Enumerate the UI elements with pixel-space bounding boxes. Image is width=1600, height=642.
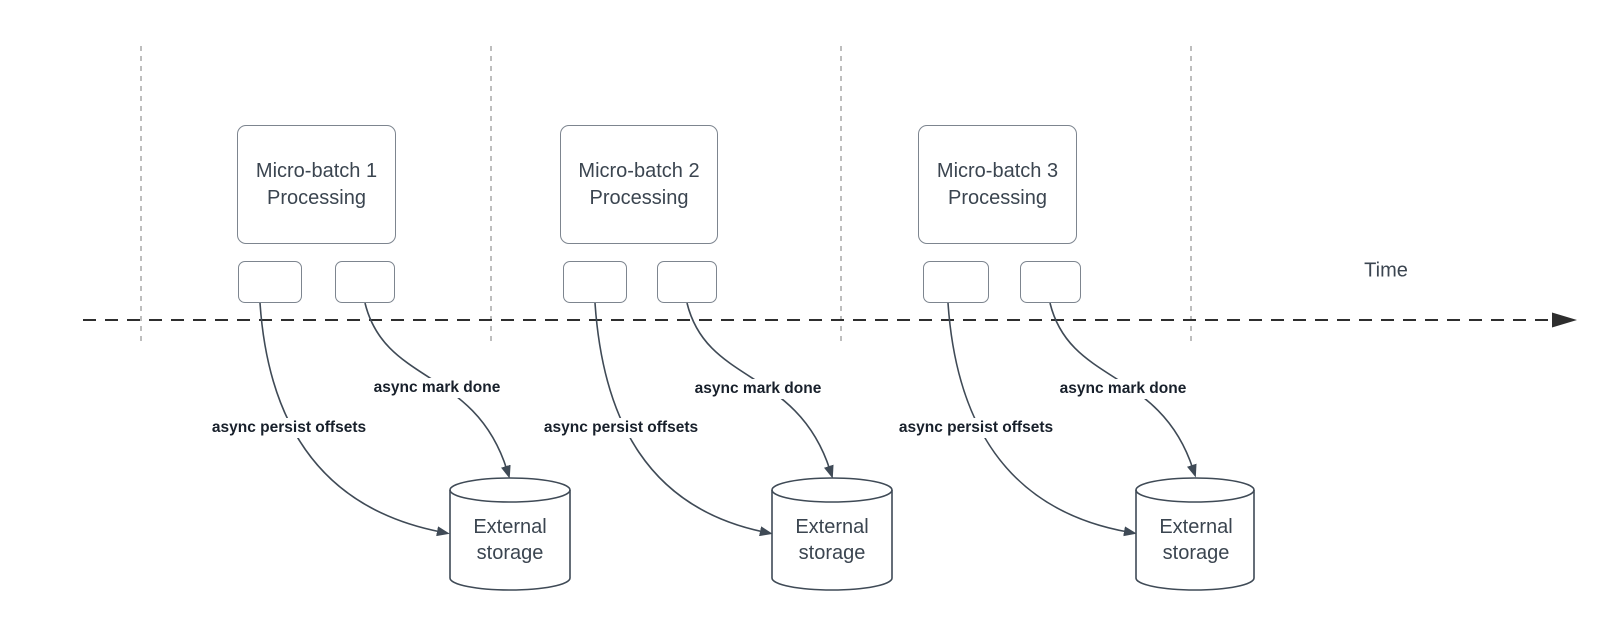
micro-batch-3-done-rect (1020, 261, 1081, 303)
mark-done-label-3: async mark done (1056, 379, 1190, 399)
micro-batch-2-offset-rect (563, 261, 627, 303)
external-storage-label-3: External storage (1159, 516, 1233, 564)
persist-offsets-arrow-2 (594, 302, 773, 537)
mark-done-label-1: async mark done (370, 378, 504, 398)
micro-batch-1-offset-rect (238, 261, 302, 303)
persist-offsets-label-3: async persist offsets (895, 418, 1057, 438)
micro-batch-2-box: Micro-batch 2 Processing (560, 125, 718, 244)
persist-offsets-label-1: async persist offsets (208, 418, 370, 438)
micro-batch-3-offset-rect (923, 261, 989, 303)
micro-batch-1-box: Micro-batch 1 Processing (237, 125, 396, 244)
persist-offsets-arrow-3 (947, 302, 1137, 537)
external-storage-label-2: External storage (795, 516, 869, 564)
time-axis-label: Time (1364, 259, 1408, 282)
storage-cylinder-rim-1 (449, 489, 571, 503)
storage-cylinder-3 (1135, 477, 1255, 591)
persist-offsets-arrow-1 (259, 302, 450, 537)
storage-cylinder-rim-3 (1135, 489, 1255, 503)
external-storage-label-1: External storage (473, 516, 547, 564)
storage-cylinder-1 (449, 477, 571, 591)
micro-batch-3-box: Micro-batch 3 Processing (918, 125, 1077, 244)
micro-batch-1-done-rect (335, 261, 395, 303)
time-axis-arrowhead (1552, 312, 1577, 328)
persist-offsets-label-2: async persist offsets (540, 418, 702, 438)
mark-done-label-2: async mark done (691, 379, 825, 399)
storage-cylinder-2 (771, 477, 893, 591)
micro-batch-2-done-rect (657, 261, 717, 303)
storage-cylinder-rim-2 (771, 489, 893, 503)
mark-done-arrow-3 (1049, 302, 1197, 478)
